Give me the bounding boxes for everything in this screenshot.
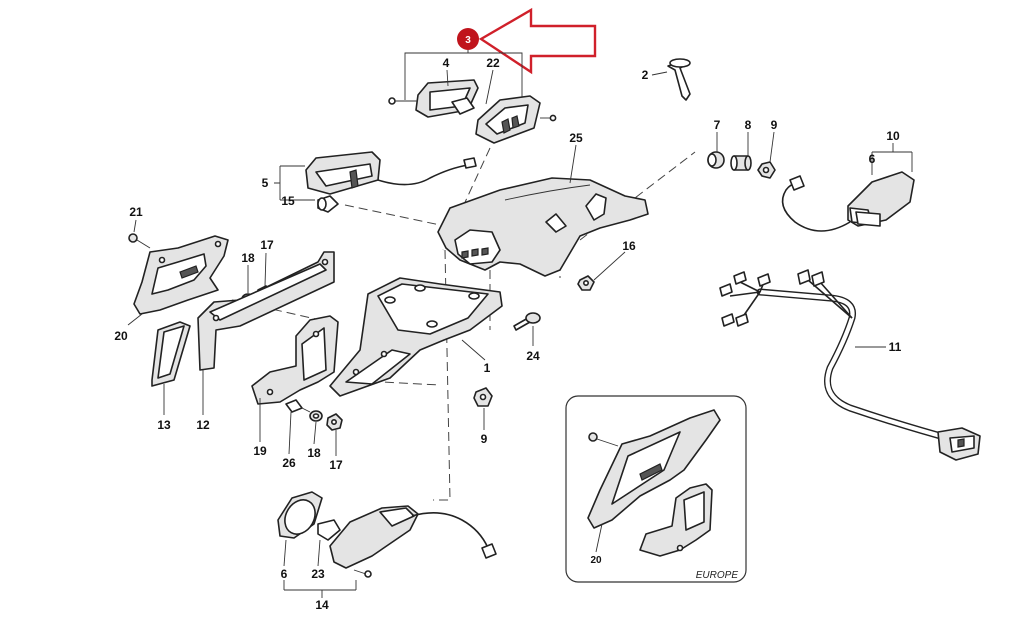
leader-17-top — [264, 252, 267, 287]
part-8-bush[interactable] — [730, 155, 752, 171]
part-12-bracket[interactable] — [197, 251, 335, 371]
part-19-lower-bracket[interactable] — [251, 315, 339, 405]
callout-13[interactable]: 13 — [157, 418, 171, 432]
part-9-nut-bottom[interactable] — [473, 387, 493, 407]
leader-18-bottom — [313, 421, 317, 445]
callout-inset-20[interactable]: 20 — [590, 555, 602, 566]
part-9-nut-top[interactable] — [757, 161, 776, 179]
callout-11[interactable]: 11 — [889, 340, 902, 354]
callout-6-top[interactable]: 6 — [869, 152, 876, 166]
callout-14[interactable]: 14 — [315, 598, 329, 612]
leader-2 — [651, 71, 668, 76]
europe-region-label: EUROPE — [696, 570, 739, 581]
callout-labels: 4 22 2 7 8 9 10 6 25 5 15 21 17 18 16 20… — [114, 56, 901, 612]
callout-24[interactable]: 24 — [526, 349, 540, 363]
leader-25 — [569, 144, 577, 184]
part-4-rear-light[interactable] — [388, 79, 479, 118]
callout-9-top[interactable]: 9 — [771, 118, 778, 132]
bracket-10 — [871, 143, 913, 175]
leader-22 — [485, 69, 494, 105]
callout-23[interactable]: 23 — [311, 567, 325, 581]
leader-1 — [461, 339, 486, 361]
callout-18-bottom[interactable]: 18 — [307, 446, 321, 460]
part-15-bulb[interactable] — [317, 195, 339, 213]
callout-9-bottom[interactable]: 9 — [481, 432, 488, 446]
leader-9-top — [769, 131, 775, 163]
inset-plate-holder[interactable] — [587, 409, 721, 529]
part-22-lamp-housing[interactable] — [475, 95, 557, 144]
leader-6-bottom — [283, 539, 287, 567]
callout-6-bottom[interactable]: 6 — [281, 567, 288, 581]
assembly-line-4 — [579, 151, 696, 241]
callout-10[interactable]: 10 — [886, 129, 900, 143]
part-5-plate-light[interactable] — [305, 151, 477, 195]
callout-2[interactable]: 2 — [642, 68, 649, 82]
highlight-badge-number: 3 — [465, 35, 471, 46]
part-7-spacer[interactable] — [707, 151, 725, 169]
part-1-main-bracket[interactable] — [329, 277, 503, 397]
highlight-arrow-icon — [478, 7, 597, 75]
part-26-screw[interactable] — [285, 399, 311, 413]
part-21-screw[interactable] — [128, 233, 151, 249]
part-11-wiring-harness[interactable] — [719, 269, 981, 461]
part-18-washer-bottom[interactable] — [309, 410, 323, 422]
callout-7[interactable]: 7 — [714, 118, 721, 132]
callout-22[interactable]: 22 — [486, 56, 500, 70]
leader-21 — [133, 219, 137, 233]
group-bracket-3 — [404, 50, 523, 100]
part-25-tail-cover[interactable] — [437, 177, 649, 277]
leader-4 — [446, 69, 449, 87]
callout-4[interactable]: 4 — [443, 56, 450, 70]
part-24-screw[interactable] — [513, 312, 541, 331]
part-14-turn-signal[interactable] — [277, 491, 497, 578]
callout-19[interactable]: 19 — [253, 444, 267, 458]
callout-8[interactable]: 8 — [745, 118, 752, 132]
part-20-plate-holder[interactable] — [133, 235, 229, 315]
part-13-reflector[interactable] — [151, 321, 191, 387]
callout-17-top[interactable]: 17 — [260, 238, 274, 252]
leader-23 — [317, 539, 321, 567]
callout-15[interactable]: 15 — [281, 194, 295, 208]
callout-1[interactable]: 1 — [484, 361, 491, 375]
part-10-turn-signal[interactable] — [781, 171, 915, 232]
callout-20[interactable]: 20 — [114, 329, 128, 343]
callout-17-bottom[interactable]: 17 — [329, 458, 343, 472]
callout-16[interactable]: 16 — [622, 239, 636, 253]
leader-inset-20 — [595, 523, 603, 553]
highlight-badge[interactable] — [457, 28, 479, 50]
part-17-nut-bottom[interactable] — [326, 413, 343, 431]
callout-12[interactable]: 12 — [196, 418, 210, 432]
assembly-line-1 — [442, 147, 491, 251]
assembly-line-2 — [344, 204, 441, 226]
leader-20 — [127, 313, 143, 326]
part-2-pin[interactable] — [667, 58, 691, 101]
inset-bracket[interactable] — [639, 483, 713, 557]
callout-18-top[interactable]: 18 — [241, 251, 255, 265]
callout-26[interactable]: 26 — [282, 456, 296, 470]
part-16-nut[interactable] — [577, 275, 595, 291]
callout-5[interactable]: 5 — [262, 176, 269, 190]
callout-21[interactable]: 21 — [129, 205, 143, 219]
callout-25[interactable]: 25 — [569, 131, 583, 145]
bracket-14 — [283, 580, 357, 598]
leader-16 — [593, 251, 626, 281]
bracket-5 — [274, 165, 315, 201]
leader-26 — [288, 411, 292, 455]
